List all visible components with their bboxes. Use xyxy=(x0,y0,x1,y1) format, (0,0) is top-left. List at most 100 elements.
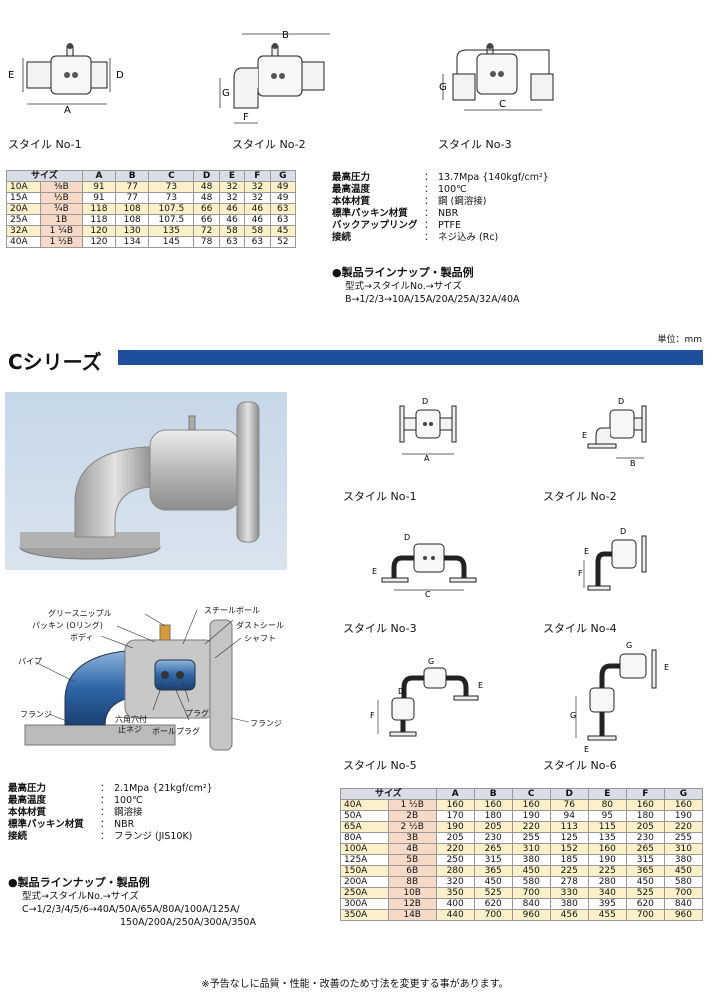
svg-text:D: D xyxy=(398,687,404,696)
value-cell: 77 xyxy=(115,192,150,204)
value-cell: 700 xyxy=(511,887,551,899)
value-cell: 63 xyxy=(244,236,271,248)
c-style5-label: スタイル No-5 xyxy=(343,759,417,772)
value-cell: 107.5 xyxy=(148,203,195,215)
value-cell: 32 xyxy=(244,192,271,204)
callout-shaft: シャフト xyxy=(244,634,276,643)
inch-cell: 2 ½B xyxy=(387,821,437,833)
table-header-cell: F xyxy=(625,788,665,800)
value-cell: 400 xyxy=(435,898,475,910)
value-cell: 32 xyxy=(244,181,271,193)
value-cell: 160 xyxy=(473,799,513,811)
inch-cell: 1B xyxy=(39,214,83,226)
spec-row: 標準パッキン材質：NBR xyxy=(8,819,213,831)
c-lineup: 型式→スタイルNo.→サイズ C→1/2/3/4/5/6→40A/50A/65A… xyxy=(22,890,256,929)
value-cell: 278 xyxy=(549,876,589,888)
value-cell: 108 xyxy=(115,203,150,215)
value-cell: 220 xyxy=(511,821,551,833)
callout-grease-nipple: グリースニップル xyxy=(48,609,112,618)
c-style1-diagram: AD xyxy=(399,397,457,462)
value-cell: 315 xyxy=(473,854,513,866)
value-cell: 330 xyxy=(549,887,589,899)
product-photo xyxy=(5,392,287,570)
value-cell: 350 xyxy=(435,887,475,899)
value-cell: 395 xyxy=(587,898,627,910)
value-cell: 32 xyxy=(218,181,246,193)
spec-key: 接続 xyxy=(332,232,352,243)
inch-cell: 1 ½B xyxy=(39,236,83,248)
value-cell: 205 xyxy=(435,832,475,844)
value-cell: 225 xyxy=(587,865,627,877)
spec-key: バックアップリング xyxy=(332,220,418,231)
callout-hex-screw-2: 止ネジ xyxy=(118,725,142,734)
spec-value: PTFE xyxy=(438,220,461,231)
section-accent-bar xyxy=(118,350,703,365)
value-cell: 230 xyxy=(625,832,665,844)
value-cell: 49 xyxy=(269,192,297,204)
spec-colon: ： xyxy=(424,196,434,207)
value-cell: 255 xyxy=(511,832,551,844)
table-header-cell: F xyxy=(244,170,271,182)
size-cell: 40A xyxy=(6,236,41,248)
value-cell: 58 xyxy=(244,225,271,237)
top-style1-diagram: E D A xyxy=(8,43,124,116)
c-lineup-line: C→1/2/3/4/5/6→40A/50A/65A/80A/100A/125A/ xyxy=(22,904,240,915)
value-cell: 205 xyxy=(625,821,665,833)
size-cell: 350A xyxy=(340,909,389,921)
value-cell: 700 xyxy=(473,909,513,921)
size-cell: 150A xyxy=(340,865,389,877)
spec-row: 接続：ネジ込み (Rc) xyxy=(332,232,549,244)
inch-cell: 10B xyxy=(387,887,437,899)
section-title: Cシリーズ xyxy=(8,350,102,374)
b-lineup-line: B→1/2/3→10A/15A/20A/25A/32A/40A xyxy=(345,294,520,305)
dim-d: D xyxy=(116,70,124,81)
value-cell: 180 xyxy=(625,810,665,822)
value-cell: 340 xyxy=(587,887,627,899)
value-cell: 130 xyxy=(115,225,150,237)
dim-c: C xyxy=(499,99,506,110)
dim-a: A xyxy=(64,105,71,116)
size-cell: 200A xyxy=(340,876,389,888)
spec-colon: ： xyxy=(424,208,434,219)
value-cell: 190 xyxy=(435,821,475,833)
value-cell: 160 xyxy=(587,843,627,855)
size-cell: 65A xyxy=(340,821,389,833)
value-cell: 580 xyxy=(663,876,704,888)
value-cell: 380 xyxy=(549,898,589,910)
value-cell: 250 xyxy=(435,854,475,866)
svg-text:E: E xyxy=(478,681,483,690)
value-cell: 115 xyxy=(587,821,627,833)
value-cell: 700 xyxy=(625,909,665,921)
spec-value: 100℃ xyxy=(438,184,467,195)
value-cell: 525 xyxy=(473,887,513,899)
value-cell: 450 xyxy=(625,876,665,888)
value-cell: 190 xyxy=(587,854,627,866)
c-style4-diagram: FED xyxy=(578,527,647,591)
value-cell: 440 xyxy=(435,909,475,921)
value-cell: 160 xyxy=(435,799,475,811)
value-cell: 280 xyxy=(587,876,627,888)
value-cell: 94 xyxy=(549,810,589,822)
table-header-cell: D xyxy=(549,788,589,800)
svg-text:C: C xyxy=(425,590,431,598)
c-lineup-title: ●製品ラインナップ・製品例 xyxy=(8,876,150,889)
dim-g3: G xyxy=(439,82,447,93)
value-cell: 310 xyxy=(511,843,551,855)
svg-text:E: E xyxy=(582,431,587,440)
svg-text:G: G xyxy=(428,657,434,666)
value-cell: 134 xyxy=(115,236,150,248)
spec-key: 標準パッキン材質 xyxy=(8,819,84,830)
value-cell: 840 xyxy=(511,898,551,910)
value-cell: 450 xyxy=(511,865,551,877)
svg-text:E: E xyxy=(584,745,589,754)
